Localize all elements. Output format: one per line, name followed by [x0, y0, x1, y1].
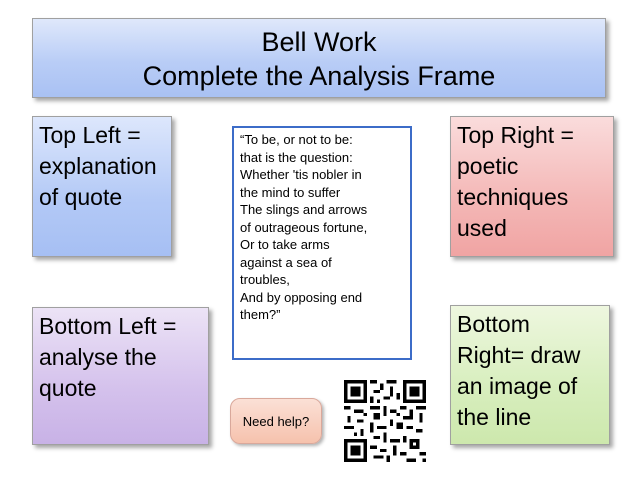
bottom-left-line: quote — [39, 375, 97, 401]
bottom-left-line: Bottom Left = — [39, 313, 177, 339]
bottom-right-box: Bottom Right= draw an image of the line — [450, 305, 610, 445]
top-right-line: used — [457, 215, 507, 241]
quote-line: troubles, — [240, 272, 290, 287]
top-right-line: techniques — [457, 184, 569, 210]
quote-line: that is the question: — [240, 149, 353, 165]
bottom-left-box: Bottom Left = analyse the quote — [32, 307, 209, 445]
quote-line: of outrageous fortune, — [240, 219, 368, 235]
bottom-right-line: Right= draw — [457, 342, 581, 368]
quote-line: Whether 'tis nobler in — [240, 167, 362, 182]
bottom-right-line: the line — [457, 404, 532, 430]
top-left-line: Top Left = — [39, 122, 141, 148]
quote-box: “To be, or not to be: that is the questi… — [232, 126, 412, 360]
top-left-line: explanation — [39, 153, 157, 179]
top-right-line: Top Right = — [457, 122, 574, 148]
top-right-line: poetic — [457, 153, 519, 179]
title-line-1: Bell Work — [261, 27, 377, 57]
need-help-button[interactable]: Need help? — [230, 398, 322, 444]
quote-line: “To be, or not to be: — [240, 132, 353, 147]
top-right-box: Top Right = poetic techniques used — [450, 116, 614, 257]
quote-line: Or to take arms — [240, 237, 330, 252]
quote-line: against a sea of — [240, 254, 332, 270]
quote-line: And by opposing end — [240, 289, 363, 305]
title-line-2: Complete the Analysis Frame — [142, 61, 496, 91]
need-help-label: Need help? — [242, 413, 310, 429]
bottom-right-line: Bottom — [457, 311, 530, 337]
quote-line: them?” — [240, 307, 281, 322]
bottom-left-line: analyse the — [39, 344, 157, 370]
bottom-right-line: an image of — [457, 373, 578, 399]
qr-code-icon[interactable] — [344, 380, 426, 462]
top-left-box: Top Left = explanation of quote — [32, 116, 172, 257]
top-left-line: of quote — [39, 184, 123, 210]
title-box: Bell Work Complete the Analysis Frame — [32, 18, 606, 98]
quote-line: the mind to suffer — [240, 184, 341, 200]
quote-line: The slings and arrows — [240, 202, 368, 217]
